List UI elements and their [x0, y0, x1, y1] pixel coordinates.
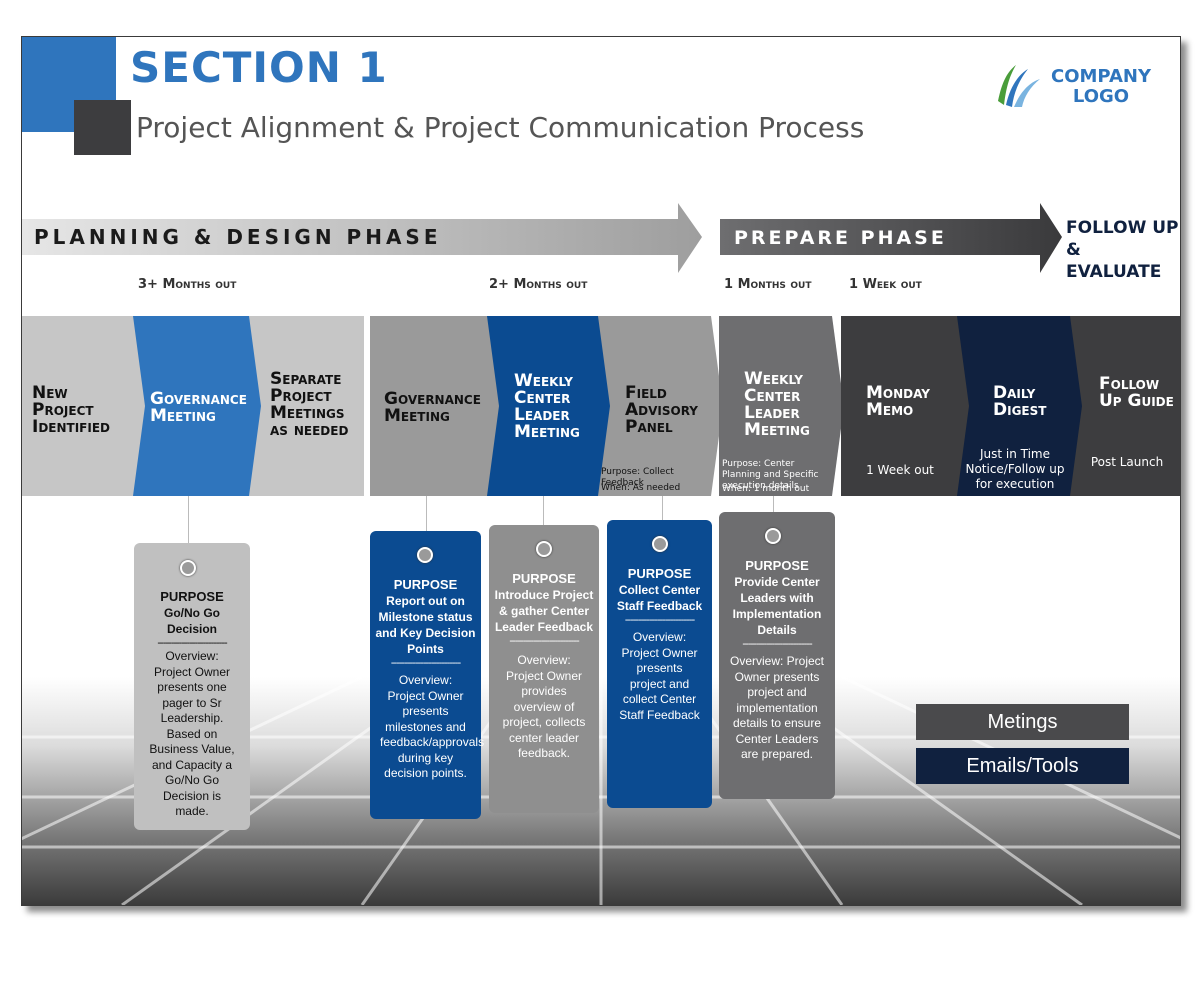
step-weekly-center-2-title: Weekly Center Leader Meeting	[744, 369, 810, 440]
planning-phase-arrow	[22, 203, 702, 273]
card-1-sep: --------------------------	[157, 637, 227, 649]
follow-up-evaluate-label: FOLLOW UP & EVALUATE	[1066, 217, 1180, 283]
weekly-center-2-when: When: 1 month out	[722, 484, 810, 494]
logo-text: COMPANY LOGO	[1046, 67, 1156, 107]
company-logo-icon	[998, 65, 1040, 107]
timing-1-week: 1 Week out	[849, 277, 922, 292]
card-3-sep: --------------------------	[509, 635, 579, 647]
timing-1-month: 1 Months out	[724, 277, 812, 292]
logo-line2: LOGO	[1072, 86, 1130, 107]
card-1-sub: Go/No Go Decision	[164, 606, 220, 636]
card-5-body: Overview: Project Owner presents project…	[729, 654, 825, 761]
prepare-phase-label: PREPARE PHASE	[734, 227, 947, 249]
card-1-string	[188, 496, 189, 566]
card-1-body: Overview: Project Owner presents one pag…	[149, 649, 235, 818]
field-advisory-when: When: As needed	[601, 483, 681, 493]
card-4-ring	[652, 536, 668, 552]
card-4-sub: Collect Center Staff Feedback	[616, 583, 703, 613]
planning-phase-label: PLANNING & DESIGN PHASE	[34, 225, 442, 249]
step-governance-1	[133, 316, 262, 496]
step-governance-2-title: Governance Meeting	[384, 389, 481, 426]
card-2-head: PURPOSE	[393, 577, 458, 592]
card-3-body: Overview: Project Owner provides overvie…	[502, 653, 586, 760]
timing-3-months: 3+ Months out	[138, 277, 237, 292]
card-5-ring	[765, 528, 781, 544]
card-3-head: PURPOSE	[512, 571, 576, 586]
card-4-body: Overview: Project Owner presents project…	[619, 630, 700, 722]
step-daily-digest-title: Daily Digest	[993, 383, 1047, 420]
card-4-head: PURPOSE	[627, 566, 692, 581]
timing-2-months: 2+ Months out	[489, 277, 588, 292]
purpose-card-staff-feedback: PURPOSE Collect Center Staff Feedback --…	[607, 520, 712, 808]
step-follow-up-guide	[1070, 316, 1180, 496]
step-governance-1-title: Governance Meeting	[150, 389, 247, 426]
card-5-sub: Provide Center Leaders with Implementati…	[732, 575, 822, 637]
follow-line1: FOLLOW UP	[1066, 218, 1179, 238]
monday-memo-note: 1 Week out	[866, 463, 934, 477]
step-daily-digest	[957, 316, 1083, 496]
legend-emails-tools: Emails/Tools	[916, 748, 1129, 784]
phase-arrows	[22, 203, 1062, 273]
follow-line2: & EVALUATE	[1066, 240, 1162, 282]
purpose-card-center-leader: PURPOSE Introduce Project & gather Cente…	[489, 525, 599, 813]
card-2-sub: Report out on Milestone status and Key D…	[375, 594, 476, 656]
step-field-advisory-title: Field Advisory Panel	[625, 383, 698, 437]
header-gray-square	[74, 100, 131, 155]
card-3-string	[543, 496, 544, 547]
step-governance-2	[370, 316, 500, 496]
purpose-card-implementation: PURPOSE Provide Center Leaders with Impl…	[719, 512, 835, 799]
card-2-ring	[417, 547, 433, 563]
card-2-string	[426, 496, 427, 553]
card-1-ring	[180, 560, 196, 576]
step-weekly-center-1	[487, 316, 611, 496]
logo-line1: COMPANY	[1051, 66, 1151, 87]
slide: SECTION 1 Project Alignment & Project Co…	[21, 36, 1181, 906]
section-title: SECTION 1	[130, 43, 388, 92]
step-monday-memo	[841, 316, 970, 496]
card-5-head: PURPOSE	[745, 558, 809, 573]
purpose-card-milestones: PURPOSE Report out on Milestone status a…	[370, 531, 485, 819]
legend-meetings: Metings	[916, 704, 1129, 740]
step-separate-meetings	[249, 316, 364, 496]
step-follow-up-guide-title: Follow Up Guide	[1099, 374, 1174, 411]
weekly-center-2-purpose: Purpose: Center Planning and Specific ex…	[722, 459, 819, 491]
card-1-head: PURPOSE	[160, 589, 224, 604]
card-3-sub: Introduce Project & gather Center Leader…	[494, 588, 594, 634]
process-chevrons	[22, 316, 1180, 496]
field-advisory-purpose: Purpose: Collect Feedback	[601, 467, 674, 488]
card-2-sep: --------------------------	[390, 657, 461, 669]
step-monday-memo-title: Monday Memo	[866, 383, 930, 420]
purpose-card-go-no-go: PURPOSE Go/No Go Decision --------------…	[134, 543, 250, 830]
step-weekly-center-1-title: Weekly Center Leader Meeting	[514, 371, 580, 442]
card-5-sep: --------------------------	[742, 638, 812, 650]
step-new-project-title: New Project Identified	[32, 383, 110, 437]
step-new-project	[22, 316, 146, 496]
page-title: Project Alignment & Project Communicatio…	[136, 111, 865, 144]
step-weekly-center-2	[719, 316, 844, 496]
card-2-body: Overview: Project Owner presents milesto…	[380, 673, 485, 780]
step-field-advisory	[598, 316, 723, 496]
follow-up-guide-note: Post Launch	[1090, 455, 1164, 469]
step-separate-meetings-title: Separate Project Meetings as needed	[270, 369, 349, 440]
card-4-sep: --------------------------	[624, 614, 695, 626]
card-3-ring	[536, 541, 552, 557]
daily-digest-note: Just in Time Notice/Follow up for execut…	[965, 447, 1065, 491]
prepare-phase-arrow	[720, 203, 1062, 273]
